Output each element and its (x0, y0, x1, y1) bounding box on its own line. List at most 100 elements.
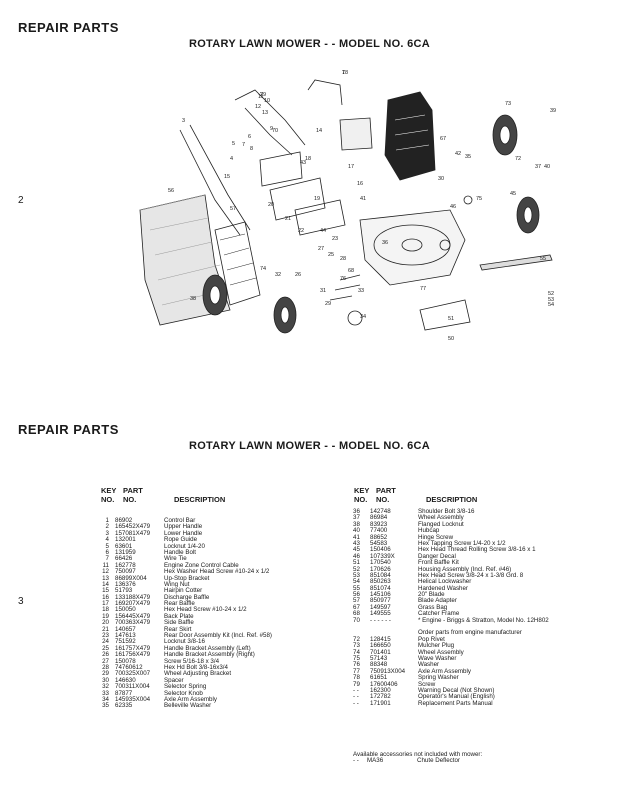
left-header-part-line2: NO. (123, 495, 137, 504)
part-number: 145935X004 (115, 695, 151, 703)
part-number: 146630 (115, 676, 136, 684)
control-bar-shape (307, 79, 343, 106)
right-header-part-line1: PART (376, 486, 396, 495)
page-number-3: 3 (18, 596, 24, 607)
part-number: 172782 (370, 693, 391, 701)
part-number: 701401 (370, 648, 391, 656)
part-key-no: 19 (102, 612, 109, 620)
right-header-key-line2: NO. (354, 495, 368, 504)
part-description: * Engine - Briggs & Stratton, Model No. … (418, 616, 549, 624)
diagram-callout: 14 (316, 128, 322, 134)
part-description: Operator's Manual (English) (418, 693, 495, 701)
part-description: Rear Baffle (164, 600, 195, 608)
part-key-no: 70 (353, 616, 360, 624)
part-description: Washer (418, 661, 440, 669)
part-description: Hex Head Screw 3/8-24 x 1-3/8 Grd. 8 (418, 571, 524, 579)
part-description: Spacer (164, 676, 184, 684)
diagram-callout: 21 (285, 216, 291, 222)
part-number: 166650 (370, 642, 391, 650)
part-description: Axle Arm Assembly (164, 695, 217, 703)
part-number: 142748 (370, 508, 391, 515)
catcher-frame-shape (214, 221, 261, 306)
part-key-no: 67 (353, 603, 360, 611)
part-number: 66426 (115, 555, 133, 563)
part-description: Wing Nut (164, 580, 190, 588)
part-description: Grass Bag (418, 603, 448, 611)
part-description: Catcher Frame (418, 610, 460, 618)
left-header-part-line1: PART (123, 486, 143, 495)
part-key-no: 43 (353, 539, 360, 547)
part-number: 140657 (115, 625, 136, 633)
part-description: Engine Zone Control Cable (164, 561, 239, 569)
part-description: Rear Skirt (164, 625, 192, 633)
section-title-top: REPAIR PARTS (18, 20, 119, 35)
diagram-callout: 22 (298, 228, 304, 234)
part-number: 157081X479 (115, 529, 151, 537)
part-key-no: 3 (105, 529, 109, 537)
part-number: 87877 (115, 689, 133, 697)
part-description: Rope Guide (164, 536, 198, 544)
part-number: 145106 (370, 591, 391, 599)
part-key-no: 57 (353, 597, 360, 605)
accessories-block: Available accessories not included with … (353, 751, 603, 765)
diagram-callout: 46 (450, 204, 456, 210)
part-key-no: 54 (353, 578, 360, 586)
part-number: 62335 (115, 702, 133, 710)
part-description: Upper Handle (164, 523, 203, 531)
left-header-part: PART NO. (123, 486, 143, 504)
part-key-no: 72 (353, 635, 360, 643)
part-description: Blade Adapter (418, 597, 457, 605)
diagram-callout: 37 (535, 164, 541, 170)
part-number: 128415 (370, 635, 391, 643)
part-number: 162300 (370, 686, 391, 694)
part-key-no: 32 (102, 683, 109, 691)
blade-shape (479, 254, 553, 271)
part-key-no: 24 (102, 638, 109, 646)
left-header-key-line2: NO. (101, 495, 115, 504)
part-number: - - - - - - (370, 616, 391, 624)
left-header-key: KEY NO. (101, 486, 116, 504)
part-key-no: - - (353, 699, 359, 707)
accessory-row: - - MA36 Chute Deflector (353, 757, 603, 765)
accessory-desc: Chute Deflector (417, 757, 460, 765)
part-key-no: 46 (353, 552, 360, 560)
part-key-no: 76 (353, 661, 360, 669)
part-number: 165452X479 (115, 523, 151, 531)
diagram-callout: 39 (550, 108, 556, 114)
diagram-callout: 54 (548, 302, 554, 308)
diagram-callout: 30 (438, 176, 444, 182)
diagram-callout: 77 (420, 286, 426, 292)
part-number: 751592 (115, 638, 136, 646)
diagram-callout: 35 (465, 154, 471, 160)
diagram-callout: 17 (348, 164, 354, 170)
right-header-key-line1: KEY (354, 486, 370, 495)
diagram-callout: 56 (168, 188, 174, 194)
diagram-callout: 25 (328, 252, 334, 258)
part-description: Side Baffle (164, 619, 194, 627)
part-key-no: 52 (353, 565, 360, 573)
part-key-no: 21 (102, 625, 109, 633)
left-header-description: DESCRIPTION (174, 495, 226, 504)
diagram-callout: 27 (318, 246, 324, 252)
diagram-callout: 11 (258, 94, 264, 100)
part-key-no: 74 (353, 648, 360, 656)
part-key-no: 79 (353, 680, 360, 688)
part-number: 17600406 (370, 680, 398, 688)
diagram-callout: 1 (342, 70, 345, 76)
diagram-callout: 72 (515, 156, 521, 162)
